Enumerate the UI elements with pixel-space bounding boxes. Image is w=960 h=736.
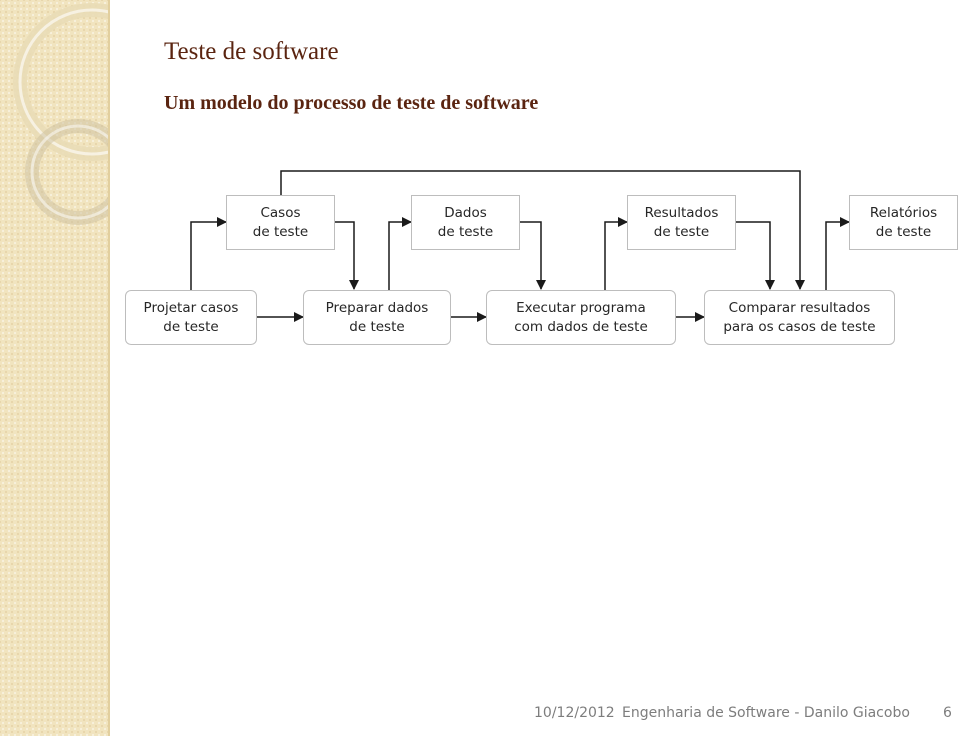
data-test-cases-line2: de teste — [252, 223, 309, 240]
footer-page-number: 6 — [943, 705, 952, 721]
step-prepare-line1: Preparar dados — [325, 299, 429, 316]
data-test-reports-line1: Relatórios — [869, 204, 938, 221]
arrow-data-to-execute — [520, 221, 546, 290]
arrow-design-to-cases — [190, 217, 227, 290]
data-test-results-line1: Resultados — [644, 204, 719, 221]
data-test-data-line1: Dados — [444, 204, 487, 221]
step-execute-line1: Executar programa — [516, 299, 646, 316]
step-compare-line2: para os casos de teste — [723, 318, 876, 335]
decorative-sidebar — [0, 0, 110, 736]
arrow-cases-to-prepare — [335, 221, 359, 290]
slide-title: Teste de software — [164, 38, 339, 65]
decorative-rings — [13, 3, 108, 225]
data-test-results: Resultados de teste — [627, 195, 736, 250]
step-design-line1: Projetar casos — [143, 299, 239, 316]
step-compare-line1: Comparar resultados — [728, 299, 871, 316]
data-test-cases: Casos de teste — [226, 195, 335, 250]
step-design-test-cases: Projetar casos de teste — [125, 290, 257, 345]
arrow-execute-to-results — [604, 217, 628, 290]
arrow-cases-loop-to-compare — [280, 170, 805, 290]
data-test-results-line2: de teste — [653, 223, 710, 240]
data-test-data-line2: de teste — [437, 223, 494, 240]
data-test-reports: Relatórios de teste — [849, 195, 958, 250]
footer-date: 10/12/2012 — [534, 705, 615, 721]
step-prepare-line2: de teste — [349, 318, 405, 335]
step-execute-program: Executar programa com dados de teste — [486, 290, 676, 345]
footer-course: Engenharia de Software - Danilo Giacobo — [622, 705, 910, 721]
step-compare-results: Comparar resultados para os casos de tes… — [704, 290, 895, 345]
step-design-line2: de teste — [163, 318, 219, 335]
step-prepare-test-data: Preparar dados de teste — [303, 290, 451, 345]
data-test-data: Dados de teste — [411, 195, 520, 250]
arrow-results-to-compare — [736, 221, 775, 290]
slide-subtitle: Um modelo do processo de teste de softwa… — [164, 92, 539, 114]
arrow-compare-to-reports — [825, 217, 850, 290]
data-test-cases-line1: Casos — [260, 204, 301, 221]
data-test-reports-line2: de teste — [875, 223, 932, 240]
arrow-prepare-to-data — [388, 217, 412, 290]
step-execute-line2: com dados de teste — [514, 318, 648, 335]
